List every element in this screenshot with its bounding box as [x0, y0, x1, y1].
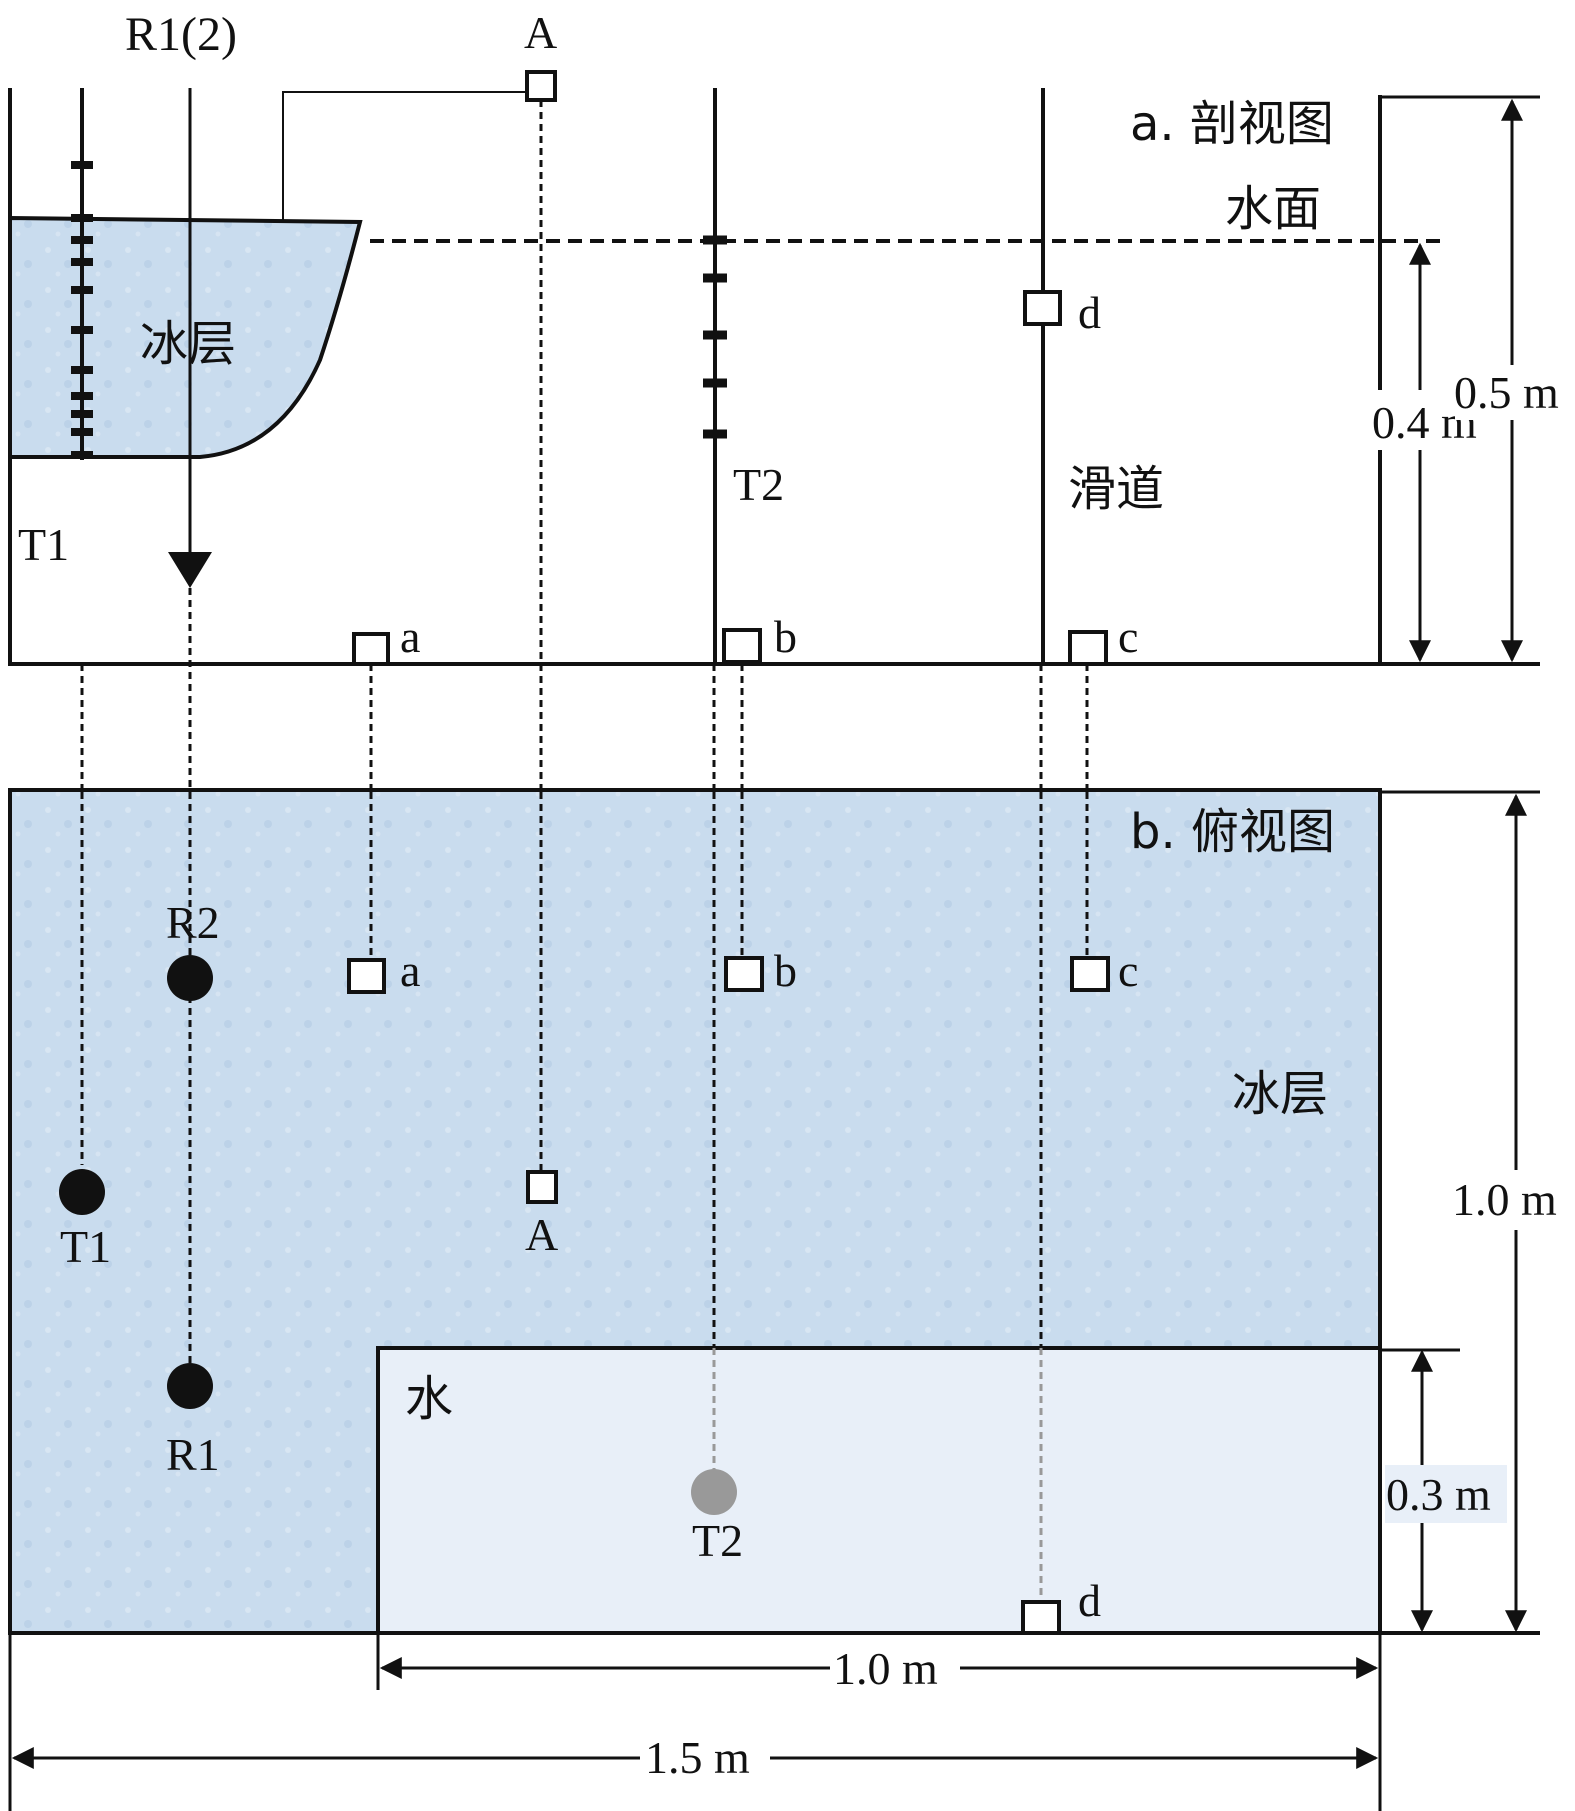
point-T1 — [59, 1169, 105, 1215]
probe-T2-marks — [703, 235, 727, 439]
plan-projection-lines — [80, 792, 1089, 1600]
dim-03-label: 0.3 m — [1386, 1469, 1491, 1520]
section-sensor-d-label: d — [1078, 287, 1101, 338]
plan-sensor-d-label: d — [1078, 1575, 1101, 1626]
section-sensor-a — [352, 632, 390, 666]
point-R2-label: R2 — [166, 897, 220, 948]
plan-view-title: b. 俯视图 — [1130, 804, 1335, 860]
point-R2 — [167, 955, 213, 1001]
section-sensor-A — [525, 70, 557, 102]
section-ice-label: 冰层 — [140, 316, 236, 372]
sensor-A-cable — [282, 91, 525, 220]
section-sensor-c — [1068, 630, 1108, 666]
plan-sensor-A-label: A — [525, 1209, 558, 1260]
water-surface-label: 水面 — [1225, 181, 1321, 237]
plan-water-label: 水 — [405, 1371, 453, 1427]
chute-label: 滑道 — [1068, 461, 1164, 517]
plan-sensor-c — [1070, 956, 1110, 992]
dim-10-vertical-label: 1.0 m — [1452, 1174, 1557, 1225]
section-sensor-A-label: A — [524, 7, 557, 58]
section-view: 冰层 水面 a. 剖视图 T1 R1(2) A — [8, 7, 1567, 1170]
section-sensor-d — [1023, 290, 1062, 326]
section-view-title: a. 剖视图 — [1130, 96, 1334, 152]
plan-sensor-d — [1021, 1600, 1061, 1635]
section-R-label: R1(2) — [125, 8, 237, 61]
dim-05-label: 0.5 m — [1454, 367, 1559, 418]
section-sensor-b-label: b — [774, 611, 797, 662]
plan-view: b. 俯视图 冰层 水 R2 R1 T1 T2 a b c A d 1.0 m … — [8, 788, 1575, 1811]
plan-sensor-A — [526, 1170, 558, 1204]
probe-T1-marks — [71, 161, 93, 459]
section-T2-label: T2 — [733, 459, 784, 510]
point-T1-label: T1 — [60, 1221, 111, 1272]
plan-sensor-b-label: b — [774, 945, 797, 996]
point-T2-label: T2 — [692, 1515, 743, 1566]
point-T2 — [691, 1469, 737, 1515]
point-R1 — [167, 1363, 213, 1409]
plan-sensor-b — [724, 956, 764, 992]
plan-sensor-c-label: c — [1118, 945, 1138, 996]
section-sensor-a-label: a — [400, 611, 420, 662]
ice-layer-section — [8, 215, 363, 459]
dim-15-label: 1.5 m — [645, 1732, 750, 1783]
point-R1-label: R1 — [166, 1429, 220, 1480]
plan-sensor-a-label: a — [400, 945, 420, 996]
section-sensor-b — [722, 628, 762, 664]
dim-10-horizontal-label: 1.0 m — [833, 1643, 938, 1694]
probe-R-triangle — [168, 552, 212, 588]
plan-ice-label: 冰层 — [1232, 1066, 1328, 1122]
section-T1-label: T1 — [18, 519, 69, 570]
section-sensor-c-label: c — [1118, 611, 1138, 662]
plan-water-area — [376, 1346, 1382, 1635]
plan-sensor-a — [347, 958, 386, 994]
